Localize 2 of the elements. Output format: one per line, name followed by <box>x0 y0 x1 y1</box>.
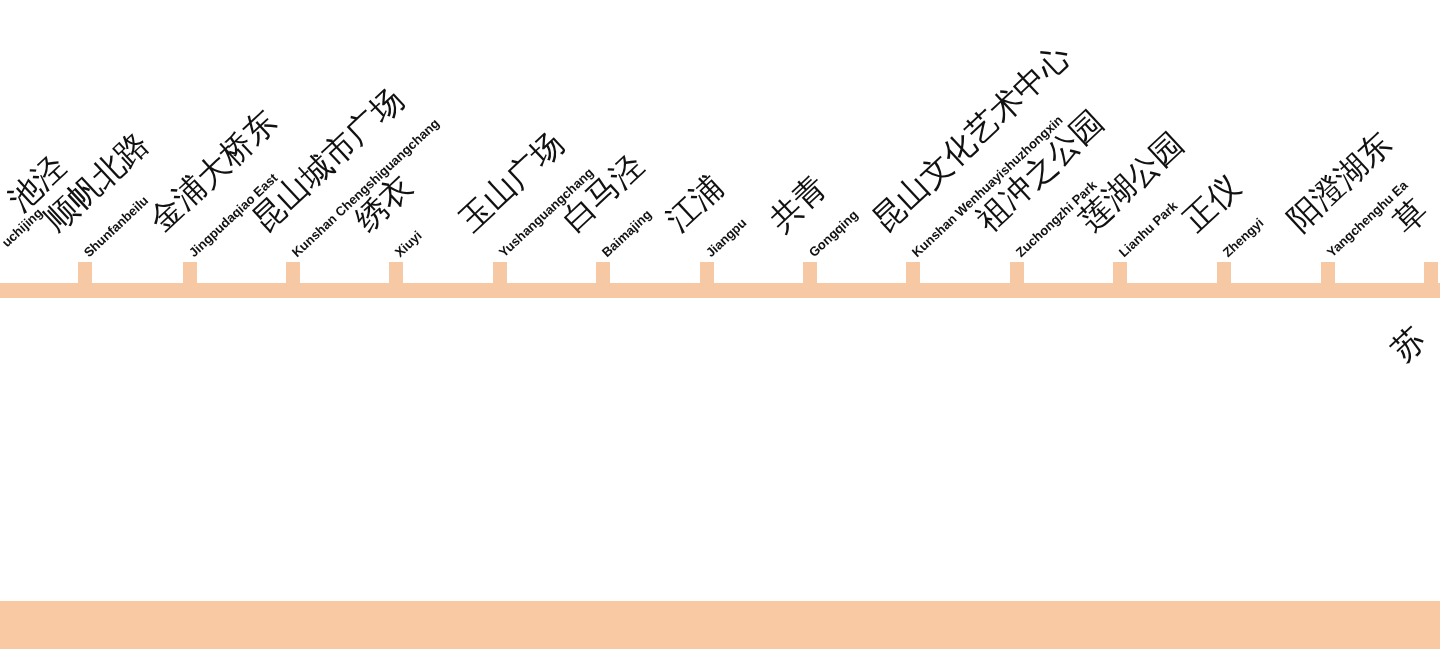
color-band <box>0 601 1440 649</box>
station-name: 苏 <box>1382 318 1434 372</box>
